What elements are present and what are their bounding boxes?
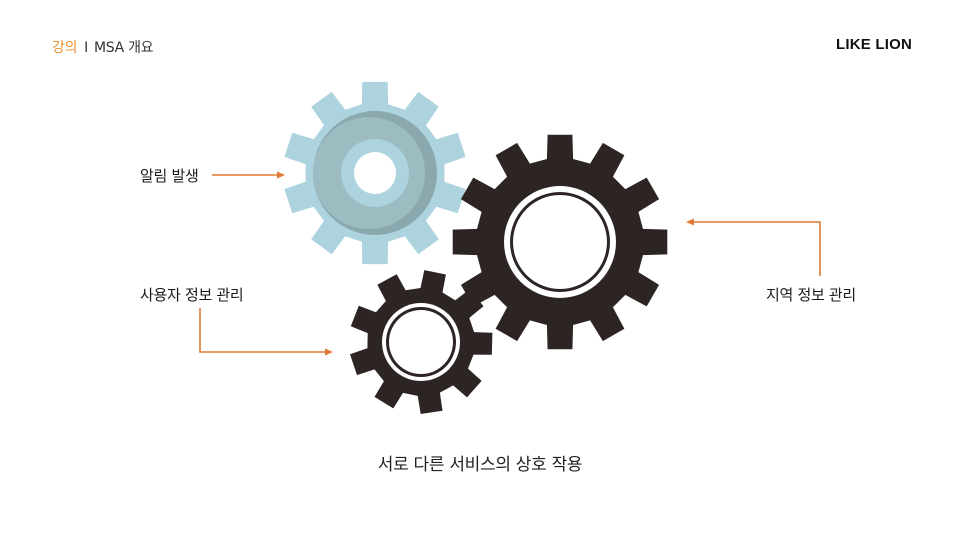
caption: 서로 다른 서비스의 상호 작용 <box>377 455 583 475</box>
light-blue-gear-icon <box>284 81 466 265</box>
brand-logo: LIKE LION <box>836 36 912 53</box>
arrow-user <box>199 308 333 356</box>
header-category: 강의 <box>52 40 78 56</box>
label-region-info: 지역 정보 관리 <box>766 286 856 304</box>
header: 강의 I MSA 개요 <box>52 37 154 57</box>
header-separator: I <box>84 40 89 56</box>
arrow-alarm <box>212 171 285 179</box>
large-dark-gear-icon <box>452 134 668 350</box>
header-title: MSA 개요 <box>94 40 154 56</box>
label-alarm: 알림 발생 <box>140 167 199 185</box>
small-dark-gear-icon <box>350 270 493 414</box>
label-user-info: 사용자 정보 관리 <box>140 286 244 304</box>
arrow-region <box>686 218 821 276</box>
